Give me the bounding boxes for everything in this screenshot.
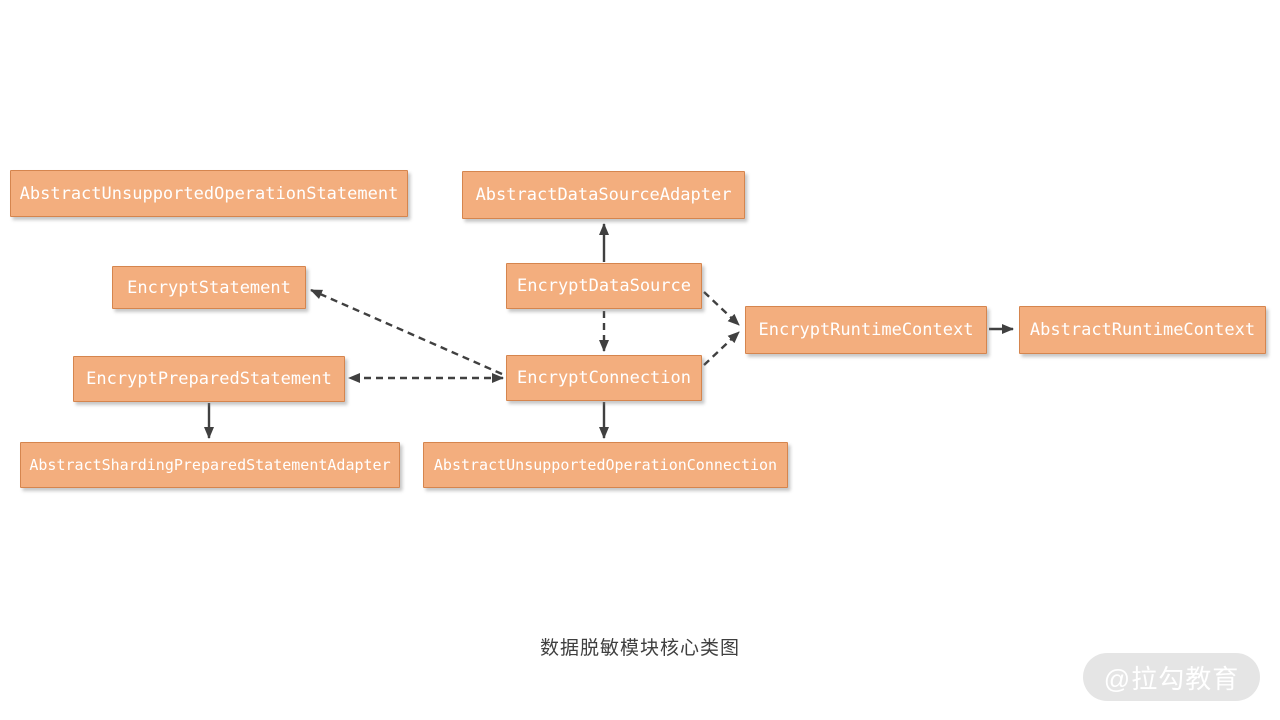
class-node-abstract-unsupported-operation-statement: AbstractUnsupportedOperationStatement [10,170,408,217]
diagram-caption: 数据脱敏模块核心类图 [539,638,740,659]
class-node-abstract-runtime-context: AbstractRuntimeContext [1019,306,1266,354]
class-node-encrypt-runtime-context: EncryptRuntimeContext [745,306,987,354]
edge-encrypt-data-source-to-encrypt-runtime-context-dashed [703,291,740,326]
edge-encrypt-connection-to-encrypt-runtime-context-dashed [703,331,740,366]
class-node-encrypt-prepared-statement: EncryptPreparedStatement [73,356,345,402]
class-node-encrypt-data-source: EncryptDataSource [506,263,702,309]
class-node-abstract-data-source-adapter: AbstractDataSourceAdapter [462,171,745,219]
class-node-encrypt-connection: EncryptConnection [506,355,702,401]
class-node-abstract-unsupported-operation-connection: AbstractUnsupportedOperationConnection [423,442,788,488]
class-node-encrypt-statement: EncryptStatement [112,266,306,309]
class-node-abstract-sharding-prepared-statement-adapter: AbstractShardingPreparedStatementAdapter [20,442,400,488]
watermark-badge: @拉勾教育 [1083,653,1260,701]
